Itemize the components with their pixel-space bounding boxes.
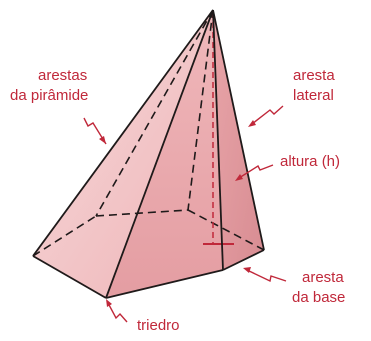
edge-lateral-right bbox=[212, 9, 265, 251]
edge-lateral-left bbox=[32, 9, 214, 257]
label-aresta-lateral-1: aresta bbox=[293, 67, 335, 84]
visible-edges bbox=[32, 9, 265, 299]
leader-arrows bbox=[83, 105, 287, 323]
hidden-edge-lateral-back-left bbox=[95, 9, 214, 217]
arrow-altura-head bbox=[235, 174, 243, 181]
label-aresta-base-1: aresta bbox=[302, 269, 344, 286]
arrow-triedro bbox=[107, 302, 128, 323]
hidden-edge-base-right bbox=[187, 209, 265, 251]
label-aresta-base-2: da base bbox=[292, 289, 345, 306]
edge-base-left bbox=[32, 255, 107, 299]
arrow-aresta-lateral-head bbox=[248, 120, 256, 127]
hidden-edge-lateral-back-right bbox=[187, 9, 214, 211]
label-arestas-piramide-1: arestas bbox=[38, 67, 87, 84]
diagram-labels: arestas da pirâmide aresta lateral altur… bbox=[10, 67, 345, 334]
arrow-arestas-piramide bbox=[83, 117, 107, 145]
pyramid-faces bbox=[33, 10, 264, 298]
label-arestas-piramide-2: da pirâmide bbox=[10, 87, 88, 104]
face-front bbox=[106, 10, 223, 298]
arrow-arestas-piramide-head bbox=[99, 136, 106, 144]
label-aresta-lateral-2: lateral bbox=[293, 87, 334, 104]
arrow-altura bbox=[238, 164, 274, 179]
hidden-edges bbox=[32, 9, 265, 257]
hidden-edge-base-back bbox=[95, 209, 189, 217]
label-triedro: triedro bbox=[137, 317, 180, 334]
arrow-aresta-base-head bbox=[243, 267, 251, 273]
edge-base-front bbox=[105, 269, 224, 299]
face-left bbox=[33, 10, 213, 298]
label-altura: altura (h) bbox=[280, 153, 340, 170]
arrow-triedro-head bbox=[106, 299, 112, 307]
edge-lateral-front-right bbox=[212, 9, 224, 271]
edge-base-right bbox=[222, 249, 265, 271]
face-right bbox=[213, 10, 264, 270]
arrow-aresta-base bbox=[246, 269, 287, 283]
arrow-aresta-lateral bbox=[251, 105, 284, 125]
height-line bbox=[203, 12, 234, 245]
edge-lateral-front-left bbox=[105, 9, 214, 299]
